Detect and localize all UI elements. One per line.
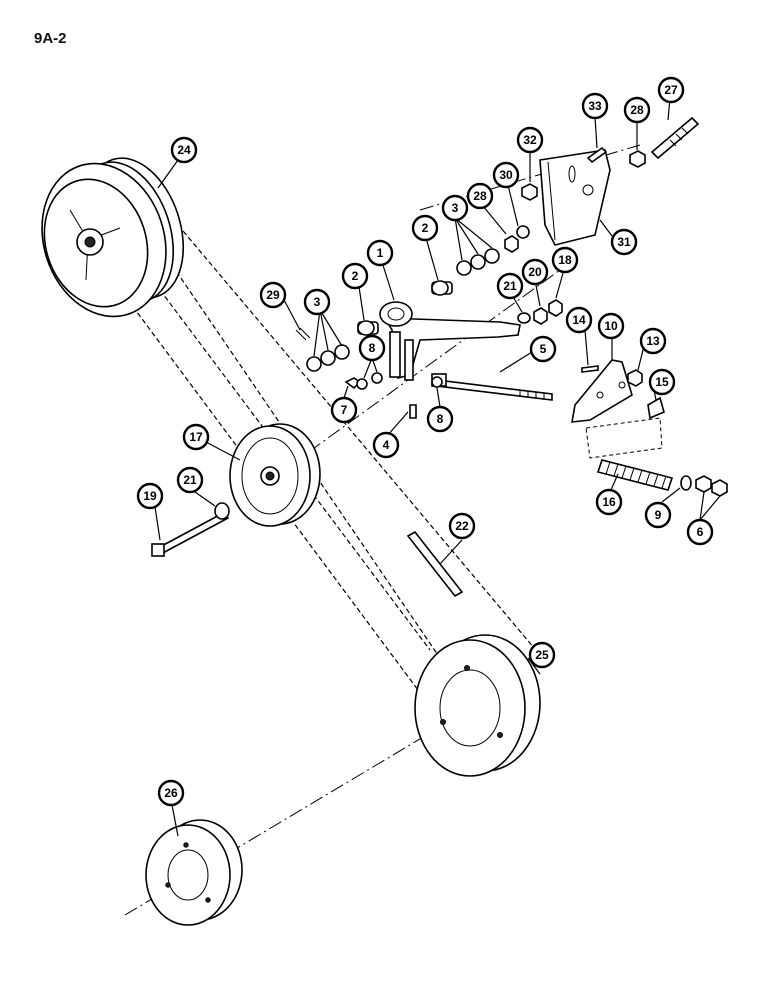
- callout-15: 15: [648, 368, 676, 396]
- callout-28: 28: [623, 96, 651, 124]
- callout-18: 18: [551, 246, 579, 274]
- callout-3: 3: [303, 288, 331, 316]
- page-code: 9A-2: [34, 30, 67, 47]
- svg-text:24: 24: [177, 143, 191, 157]
- callout-1: 1: [366, 239, 394, 267]
- callout-3: 3: [441, 194, 469, 222]
- callout-6: 6: [686, 518, 714, 546]
- callout-7: 7: [330, 396, 358, 424]
- callout-24: 24: [170, 136, 198, 164]
- svg-text:25: 25: [535, 648, 549, 662]
- svg-text:9: 9: [655, 508, 662, 522]
- bolt-19: [151, 502, 230, 557]
- svg-text:28: 28: [473, 189, 487, 203]
- callout-29: 29: [259, 281, 287, 309]
- pulley-24: [41, 157, 185, 318]
- callout-13: 13: [639, 327, 667, 355]
- callout-31: 31: [610, 228, 638, 256]
- svg-text:27: 27: [664, 83, 678, 97]
- drive-belt: [127, 224, 541, 691]
- bracket-10: [571, 359, 633, 423]
- callout-10: 10: [597, 312, 625, 340]
- callout-21: 21: [176, 466, 204, 494]
- svg-text:15: 15: [655, 375, 669, 389]
- callout-22: 22: [448, 512, 476, 540]
- washers-3b: [306, 344, 350, 372]
- svg-text:6: 6: [697, 525, 704, 539]
- callout-19: 19: [136, 482, 164, 510]
- svg-text:8: 8: [437, 412, 444, 426]
- svg-text:13: 13: [646, 334, 660, 348]
- small-hardware: [295, 299, 643, 419]
- svg-text:22: 22: [455, 519, 469, 533]
- stud-27: [650, 116, 700, 160]
- callout-2: 2: [411, 214, 439, 242]
- svg-text:19: 19: [143, 489, 157, 503]
- pulley-25: [414, 634, 541, 777]
- svg-text:1: 1: [377, 246, 384, 260]
- bushings-2: [357, 280, 453, 336]
- callout-33: 33: [581, 92, 609, 120]
- svg-text:21: 21: [183, 473, 197, 487]
- svg-text:18: 18: [558, 253, 572, 267]
- callout-20: 20: [521, 258, 549, 286]
- svg-text:2: 2: [422, 221, 429, 235]
- callout-21: 21: [496, 272, 524, 300]
- svg-text:7: 7: [341, 403, 348, 417]
- svg-text:32: 32: [523, 133, 537, 147]
- callout-2: 2: [341, 262, 369, 290]
- callout-5: 5: [529, 335, 557, 363]
- idler-arm-1: [379, 301, 521, 381]
- svg-text:14: 14: [572, 313, 586, 327]
- bolt-33: [586, 146, 608, 164]
- callouts: 24 33 28 27 32 30 3 28 2 1 31 29 3 2 21 …: [136, 76, 714, 807]
- washer-nuts: [680, 475, 728, 497]
- pulley-26: [145, 819, 243, 926]
- callout-8: 8: [358, 334, 386, 362]
- svg-text:16: 16: [602, 495, 616, 509]
- svg-text:2: 2: [352, 269, 359, 283]
- svg-text:3: 3: [314, 295, 321, 309]
- bracket-31: [539, 149, 611, 246]
- svg-text:3: 3: [452, 201, 459, 215]
- adjuster-rod-5: [431, 373, 553, 401]
- svg-text:28: 28: [630, 103, 644, 117]
- callout-16: 16: [595, 488, 623, 516]
- callout-32: 32: [516, 126, 544, 154]
- callout-25: 25: [528, 641, 556, 669]
- callout-30: 30: [492, 161, 520, 189]
- svg-text:26: 26: [164, 786, 178, 800]
- svg-text:29: 29: [266, 288, 280, 302]
- callout-26: 26: [157, 779, 185, 807]
- svg-text:10: 10: [604, 319, 618, 333]
- spacer-15: [585, 396, 665, 459]
- svg-text:4: 4: [383, 438, 390, 452]
- callout-9: 9: [644, 501, 672, 529]
- svg-text:5: 5: [540, 342, 547, 356]
- svg-text:17: 17: [189, 430, 203, 444]
- svg-text:8: 8: [369, 341, 376, 355]
- washers-3a: [456, 248, 500, 276]
- svg-text:31: 31: [617, 235, 631, 249]
- callout-8: 8: [426, 405, 454, 433]
- callout-4: 4: [372, 431, 400, 459]
- belt-spacer-22: [406, 530, 464, 598]
- svg-text:33: 33: [588, 99, 602, 113]
- callout-17: 17: [182, 423, 210, 451]
- callout-28: 28: [466, 182, 494, 210]
- svg-text:20: 20: [528, 265, 542, 279]
- pulley-17: [229, 423, 321, 527]
- callout-27: 27: [657, 76, 685, 104]
- spring-16: [596, 459, 674, 491]
- callout-14: 14: [565, 306, 593, 334]
- nuts-upper: [504, 150, 646, 253]
- svg-text:30: 30: [499, 168, 513, 182]
- svg-text:21: 21: [503, 279, 517, 293]
